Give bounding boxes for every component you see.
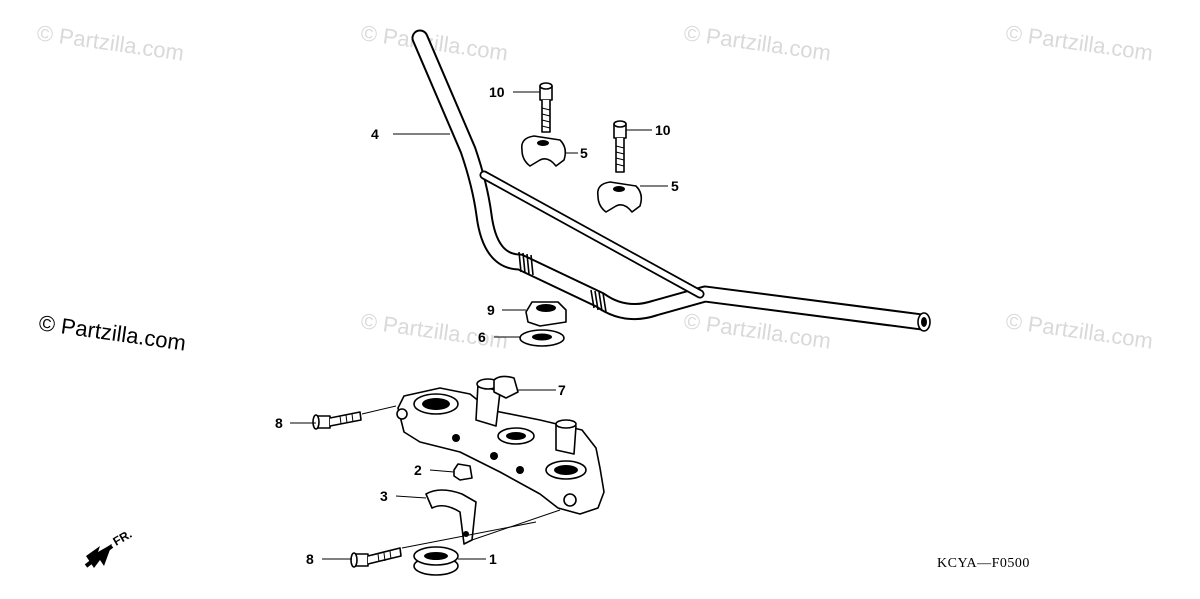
assembly-lines bbox=[361, 405, 561, 549]
diagram-code: KCYA—F0500 bbox=[937, 556, 1030, 571]
watermark-7: © Partzilla.com bbox=[1004, 308, 1154, 353]
watermark-4: © Partzilla.com bbox=[1004, 20, 1154, 65]
callout-8-upper: 8 bbox=[275, 415, 283, 431]
watermark-dark: © Partzilla.com bbox=[37, 310, 187, 355]
bolt-flange-icon bbox=[539, 82, 553, 133]
callout-5-right: 5 bbox=[671, 178, 679, 194]
nut-flange-icon bbox=[525, 301, 567, 327]
collar-icon bbox=[453, 463, 473, 481]
callouts: 4 10 5 10 5 9 6 7 8 2 3 8 1 bbox=[275, 84, 679, 567]
watermark-1: © Partzilla.com bbox=[35, 20, 185, 65]
handlebar-icon bbox=[411, 29, 931, 332]
callout-3: 3 bbox=[380, 488, 388, 504]
callout-7: 7 bbox=[558, 382, 566, 398]
front-arrow-icon: FR. bbox=[84, 527, 135, 568]
washer-icon bbox=[519, 329, 565, 347]
bolt-flange-icon bbox=[312, 411, 362, 430]
callout-9: 9 bbox=[487, 302, 495, 318]
fork-top-bridge-icon bbox=[396, 378, 605, 515]
leader-lines bbox=[290, 91, 668, 560]
callout-10-right: 10 bbox=[655, 122, 671, 138]
callout-2: 2 bbox=[414, 462, 422, 478]
bolt-flange-icon bbox=[613, 120, 627, 173]
holder-upper-icon bbox=[520, 135, 567, 167]
callout-1: 1 bbox=[489, 551, 497, 567]
callout-6: 6 bbox=[478, 329, 486, 345]
watermark-3: © Partzilla.com bbox=[682, 20, 832, 65]
callout-5-left: 5 bbox=[580, 145, 588, 161]
callout-4: 4 bbox=[371, 126, 379, 142]
callout-8-lower: 8 bbox=[306, 551, 314, 567]
front-label: FR. bbox=[111, 527, 135, 549]
grommet-icon bbox=[413, 546, 459, 576]
holder-lower-icon bbox=[493, 375, 519, 399]
holder-upper-icon bbox=[596, 181, 643, 213]
callout-10-left: 10 bbox=[489, 84, 505, 100]
bolt-flange-icon bbox=[350, 547, 402, 568]
band-icon bbox=[425, 489, 477, 545]
